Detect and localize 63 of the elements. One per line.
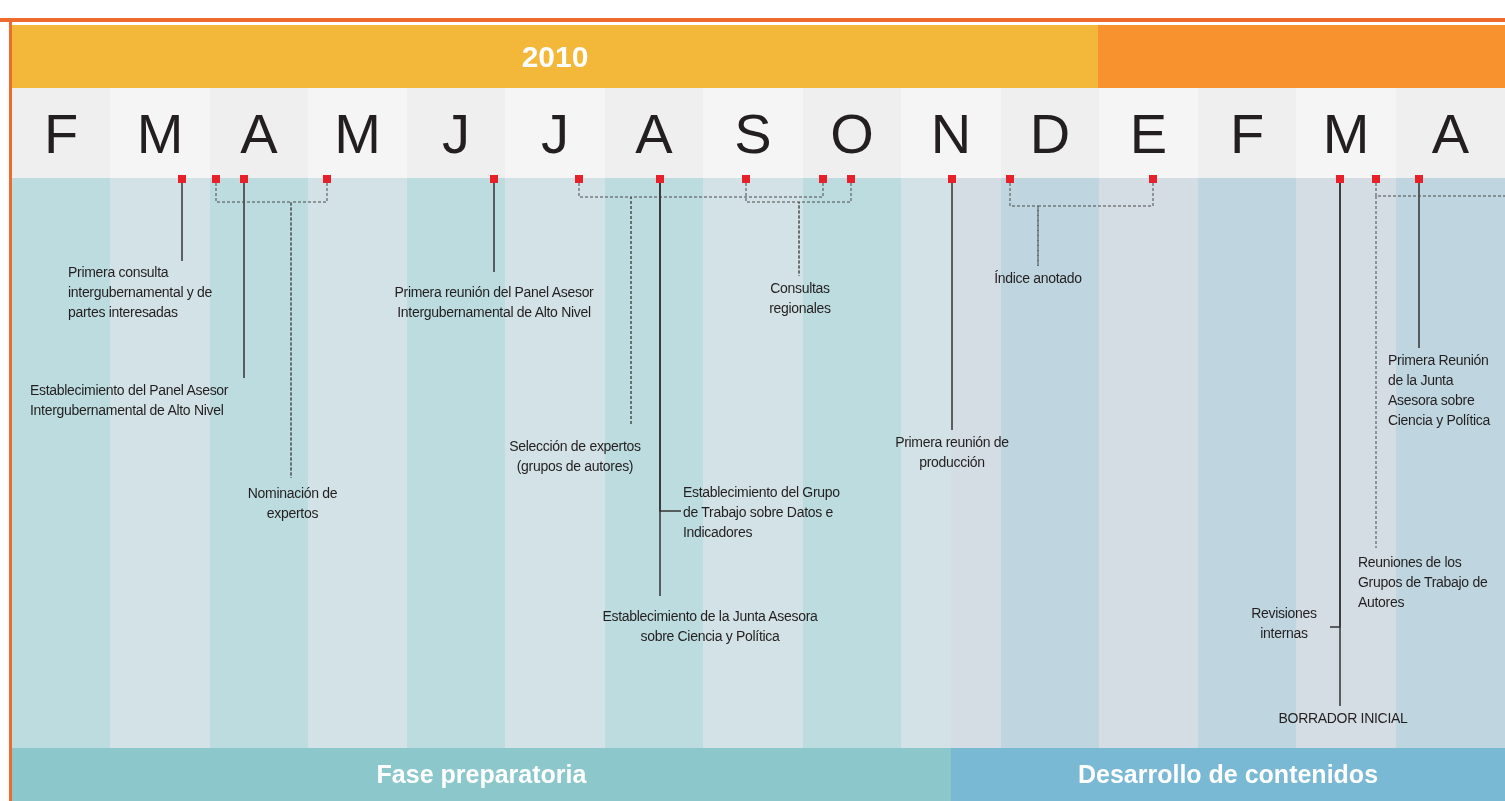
milestone-marker: [240, 175, 248, 183]
event-label: Primera reunión de producción: [888, 432, 1016, 472]
leader-line: [290, 182, 328, 479]
month-label: A: [240, 100, 278, 166]
event-label: Establecimiento de la Junta Asesora sobre Ciencia y Política: [600, 606, 820, 646]
leader-line: [1418, 182, 1420, 349]
month-label: S: [734, 100, 772, 166]
month-label: F: [43, 100, 79, 166]
month-label: M: [1322, 100, 1370, 166]
event-label: Primera consulta intergubernamental y de partes interesadas: [68, 262, 238, 322]
event-label: Consultas regionales: [745, 278, 855, 318]
milestone-marker: [212, 175, 220, 183]
event-label: BORRADOR INICIAL: [1268, 708, 1418, 728]
event-label: Selección de expertos (grupos de autores): [495, 436, 655, 476]
month-label: A: [635, 100, 673, 166]
milestone-marker: [656, 175, 664, 183]
leader-line: [493, 182, 495, 273]
event-label: Primera reunión del Panel Asesor Intergubernamental de Alto Nivel: [365, 282, 623, 322]
month-label: E: [1129, 100, 1168, 166]
leader-line: [1375, 182, 1505, 549]
milestone-marker: [819, 175, 827, 183]
year-band: [1098, 25, 1505, 88]
milestone-marker: [490, 175, 498, 183]
leader-line: [798, 182, 852, 277]
leader-line: [243, 182, 245, 379]
milestone-marker: [847, 175, 855, 183]
leader-line: [630, 182, 824, 425]
event-label: Nominación de expertos: [245, 483, 340, 523]
milestone-marker: [1006, 175, 1014, 183]
month-label: M: [334, 100, 381, 166]
month-label: N: [930, 100, 972, 166]
month-label: J: [541, 100, 569, 166]
leader-line: [215, 182, 292, 479]
phase-band: Desarrollo de contenidos: [951, 748, 1505, 801]
milestone-marker: [323, 175, 331, 183]
leader-line: [181, 182, 183, 262]
leader-line: [1339, 182, 1341, 707]
event-label: Reuniones de los Grupos de Trabajo de Autores: [1358, 552, 1505, 612]
leader-line: [745, 182, 800, 277]
milestone-marker: [178, 175, 186, 183]
phase-band: Fase preparatoria: [12, 748, 951, 801]
milestone-marker: [1372, 175, 1380, 183]
year-band: 2010: [12, 25, 1098, 88]
event-label: Revisiones internas: [1240, 603, 1328, 643]
event-label: Índice anotado: [988, 268, 1088, 288]
month-label: M: [136, 100, 184, 166]
month-label: O: [830, 100, 874, 166]
event-label: Primera Reunión de la Junta Asesora sobre Ciencia y Política: [1388, 350, 1505, 430]
month-label: F: [1229, 100, 1265, 166]
leader-line: [951, 182, 953, 431]
milestone-marker: [948, 175, 956, 183]
milestone-marker: [575, 175, 583, 183]
event-label: Establecimiento del Grupo de Trabajo sobre Datos e Indicadores: [683, 482, 858, 542]
milestone-marker: [1415, 175, 1423, 183]
month-label: D: [1029, 100, 1071, 166]
leader-line: [1037, 182, 1154, 267]
milestone-marker: [1149, 175, 1157, 183]
milestone-marker: [1336, 175, 1344, 183]
month-label: A: [1431, 100, 1470, 166]
month-label: J: [442, 100, 470, 166]
leader-line: [659, 182, 661, 597]
milestone-marker: [742, 175, 750, 183]
event-label: Establecimiento del Panel Asesor Intergubernamental de Alto Nivel: [30, 380, 280, 420]
